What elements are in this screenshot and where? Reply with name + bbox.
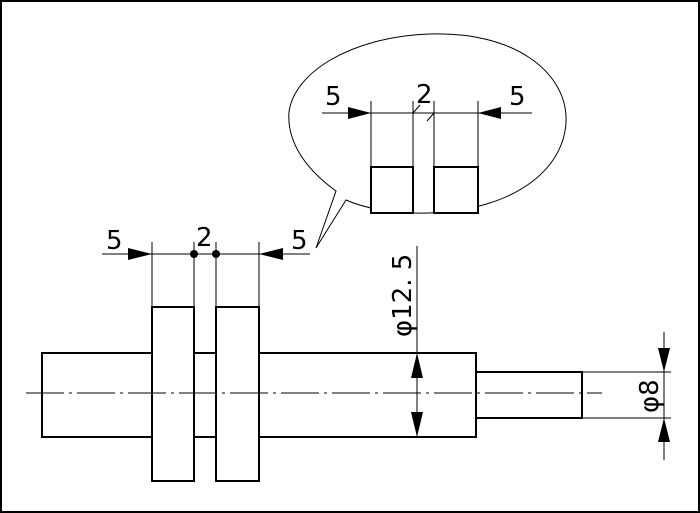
right-shaft-segment [258, 352, 477, 438]
callout-middle-gap-label: 2 [416, 80, 433, 110]
main-width-dimensions: 5 2 5 [102, 223, 310, 307]
middle-shaft-segment [193, 352, 217, 438]
small-diameter-dimension: φ8 [582, 332, 671, 460]
callout-outline [288, 33, 567, 249]
callout-left-small-arrow [412, 104, 421, 114]
large-diameter-dimension: φ12. 5 [388, 246, 423, 437]
callout-right-small-arrow [426, 112, 435, 122]
callout-left-arrow [348, 107, 371, 119]
right-gap-dot [212, 250, 220, 258]
small-diameter-label: φ8 [635, 379, 665, 413]
right-groove-ring [215, 306, 260, 482]
large-diameter-label: φ12. 5 [388, 254, 418, 337]
left-main-arrow [128, 248, 152, 260]
left-shaft-segment [41, 352, 153, 438]
main-middle-gap-label: 2 [196, 223, 213, 253]
right-main-arrow [259, 248, 283, 260]
main-left-gap-label: 5 [106, 226, 123, 256]
small-diameter-bottom-arrow [658, 418, 670, 442]
small-diameter-top-arrow [658, 348, 670, 372]
large-diameter-top-arrow [411, 353, 423, 378]
callout-bubble: 5 2 5 [288, 33, 567, 249]
main-right-gap-label: 5 [291, 226, 308, 256]
large-diameter-bottom-arrow [411, 412, 423, 437]
left-groove-ring [151, 306, 195, 482]
callout-right-gap-label: 5 [509, 82, 526, 112]
left-gap-dot [190, 250, 198, 258]
callout-left-gap-label: 5 [325, 82, 342, 112]
callout-right-arrow [478, 107, 501, 119]
callout-right-ring [433, 166, 479, 214]
callout-left-ring [370, 166, 414, 214]
small-diameter-shaft [475, 371, 583, 419]
shaft-assembly [26, 306, 602, 482]
